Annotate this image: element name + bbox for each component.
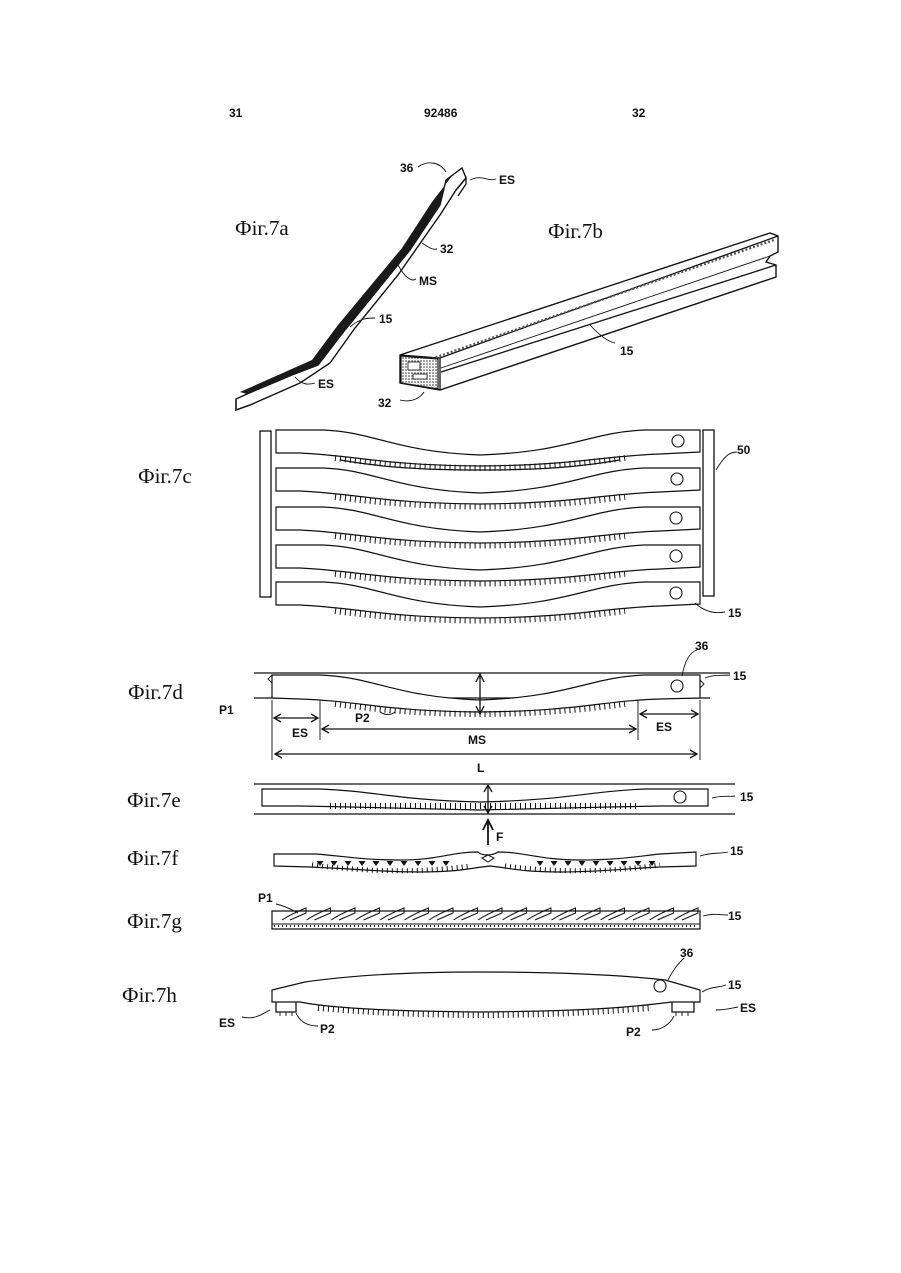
fig-7h-strip: [242, 958, 738, 1030]
fig-7d-ref-es-left: ES: [292, 726, 308, 740]
fig-7h-ref-p2-right: P2: [626, 1025, 641, 1039]
fig-7d-ref-p1: P1: [219, 703, 234, 717]
fig-7d-strip: [254, 673, 730, 714]
fig-7g-ref-15: 15: [728, 909, 742, 923]
fig-7d-ref-p2: P2: [355, 711, 370, 725]
fig-7e-strip: [254, 784, 735, 845]
fig-7d-ref-36: 36: [695, 639, 709, 653]
fig-7c-strip-1: [276, 430, 700, 470]
fig-7c-ref-15: 15: [728, 606, 742, 620]
fig-7h-ref-es-right: ES: [740, 1001, 756, 1015]
fig-7c-strip-4: [276, 545, 700, 584]
fig-7b-ref-15: 15: [620, 344, 634, 358]
fig-7g-strip: [272, 904, 728, 929]
fig-7c-leaders: [695, 452, 737, 613]
fig-7h-ref-15: 15: [728, 978, 742, 992]
fig-7a-ref-es-top: ES: [499, 173, 515, 187]
fig-7g-ref-p1: P1: [258, 891, 273, 905]
fig-7h-ref-p2-left: P2: [320, 1022, 335, 1036]
fig-7b-ref-32: 32: [378, 396, 392, 410]
fig-7a-ref-15: 15: [379, 312, 393, 326]
fig-7c-strip-5: [276, 582, 700, 621]
fig-7h-ref-36: 36: [680, 946, 694, 960]
fig-7f-ref-15: 15: [730, 844, 744, 858]
fig-7d-ref-l: L: [477, 761, 484, 775]
fig-7c-strip-3: [276, 507, 700, 546]
fig-7d-ref-15: 15: [733, 669, 747, 683]
fig-7a-ref-36: 36: [400, 161, 414, 175]
fig-7a-ref-32: 32: [440, 242, 454, 256]
fig-7b-bar: [400, 233, 778, 390]
fig-7a-ref-es-bottom: ES: [318, 377, 334, 391]
fig-7h-ref-es-left: ES: [219, 1016, 235, 1030]
fig-7c-strip-2: [276, 468, 700, 507]
fig-7f-strip: [274, 852, 728, 872]
fig-7a-ref-ms: MS: [419, 274, 437, 288]
fig-7e-ref-f: F: [496, 830, 503, 844]
fig-7c-ref-50: 50: [737, 443, 751, 457]
fig-7e-ref-15: 15: [740, 790, 754, 804]
fig-7d-ref-ms: MS: [468, 733, 486, 747]
fig-7d-ref-es-right: ES: [656, 720, 672, 734]
